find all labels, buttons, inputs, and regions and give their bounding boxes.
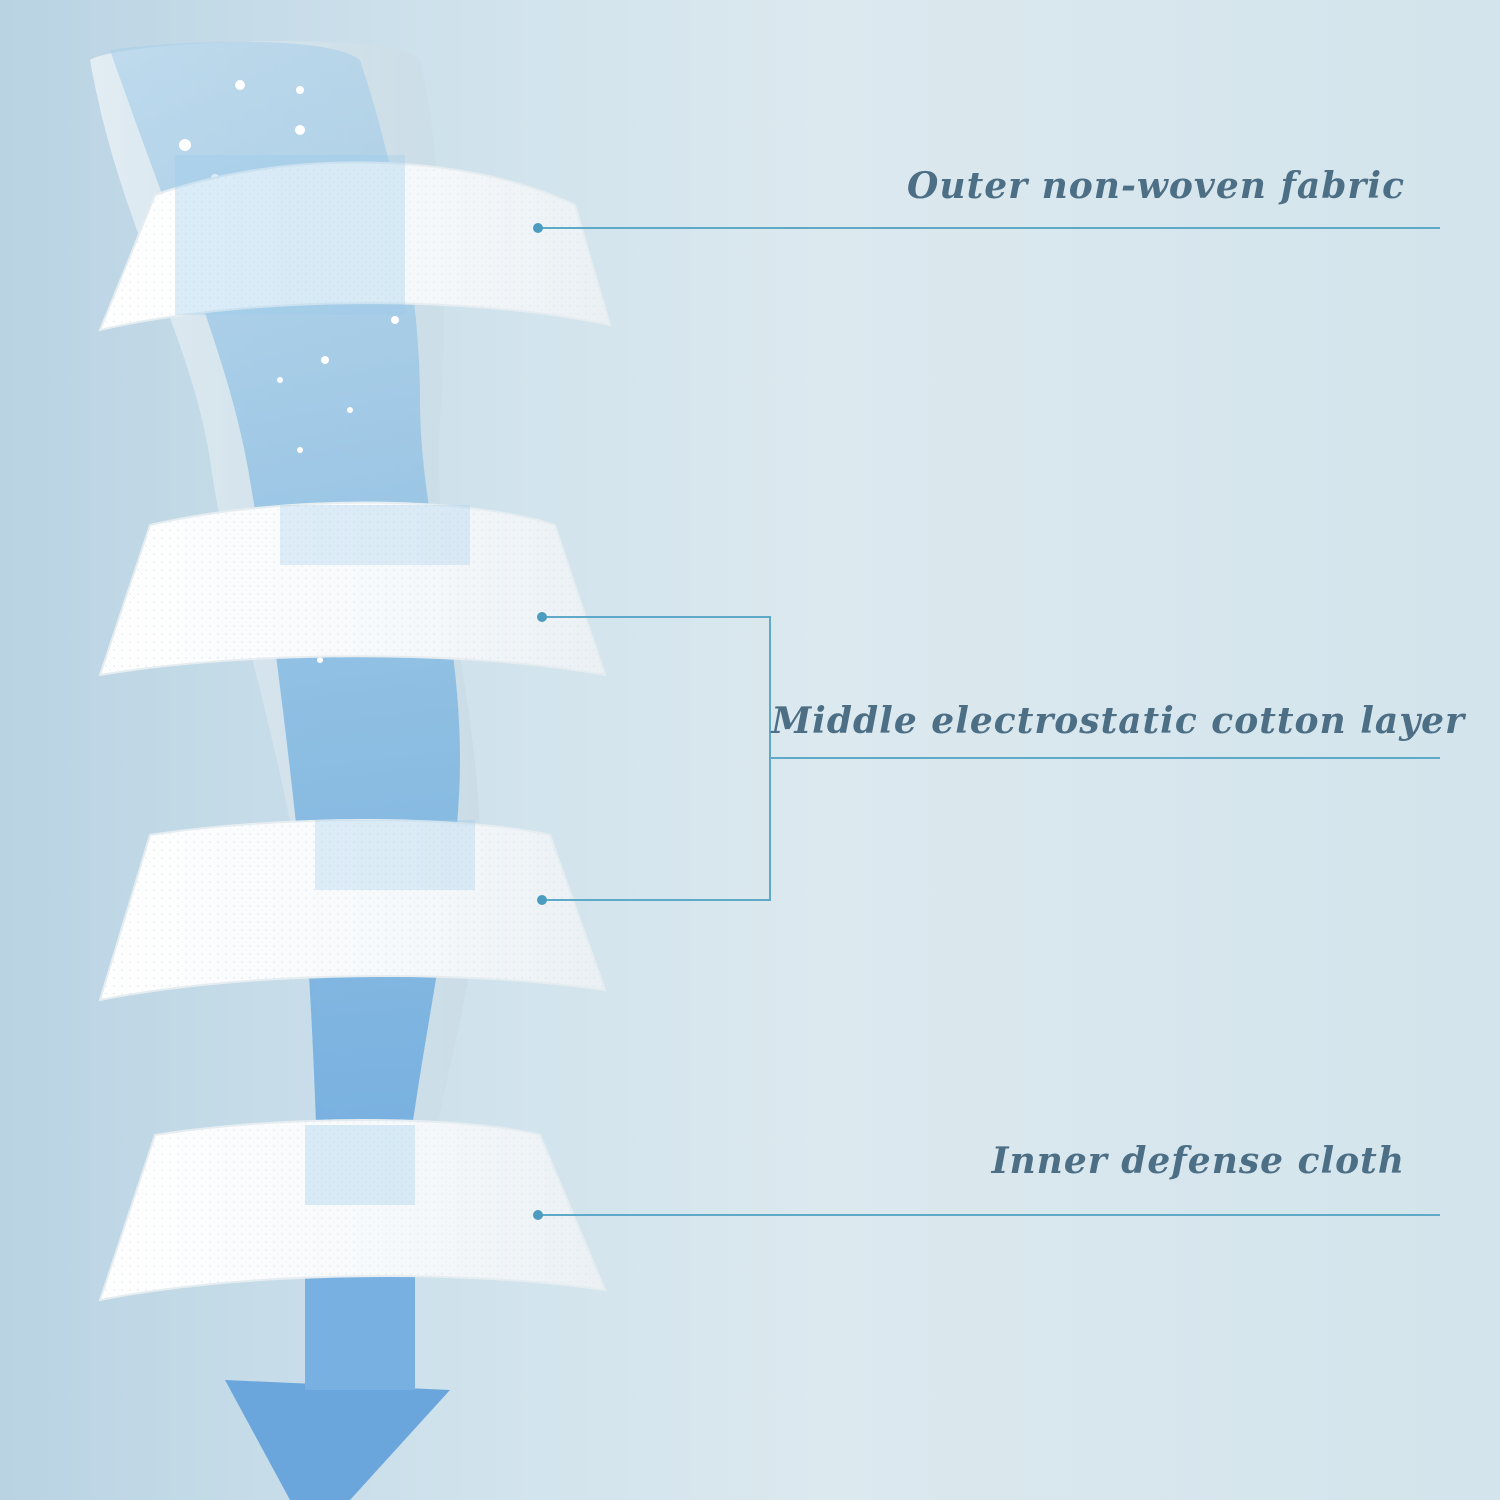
leader-dots xyxy=(533,223,547,1220)
label-middle-layer: Middle electrostatic cotton layer xyxy=(771,700,1465,742)
leader-lines xyxy=(538,227,1440,1216)
airflow-arrow-icon xyxy=(225,1380,450,1500)
label-outer-layer: Outer non-woven fabric xyxy=(907,165,1405,207)
label-inner-layer: Inner defense cloth xyxy=(991,1140,1405,1182)
